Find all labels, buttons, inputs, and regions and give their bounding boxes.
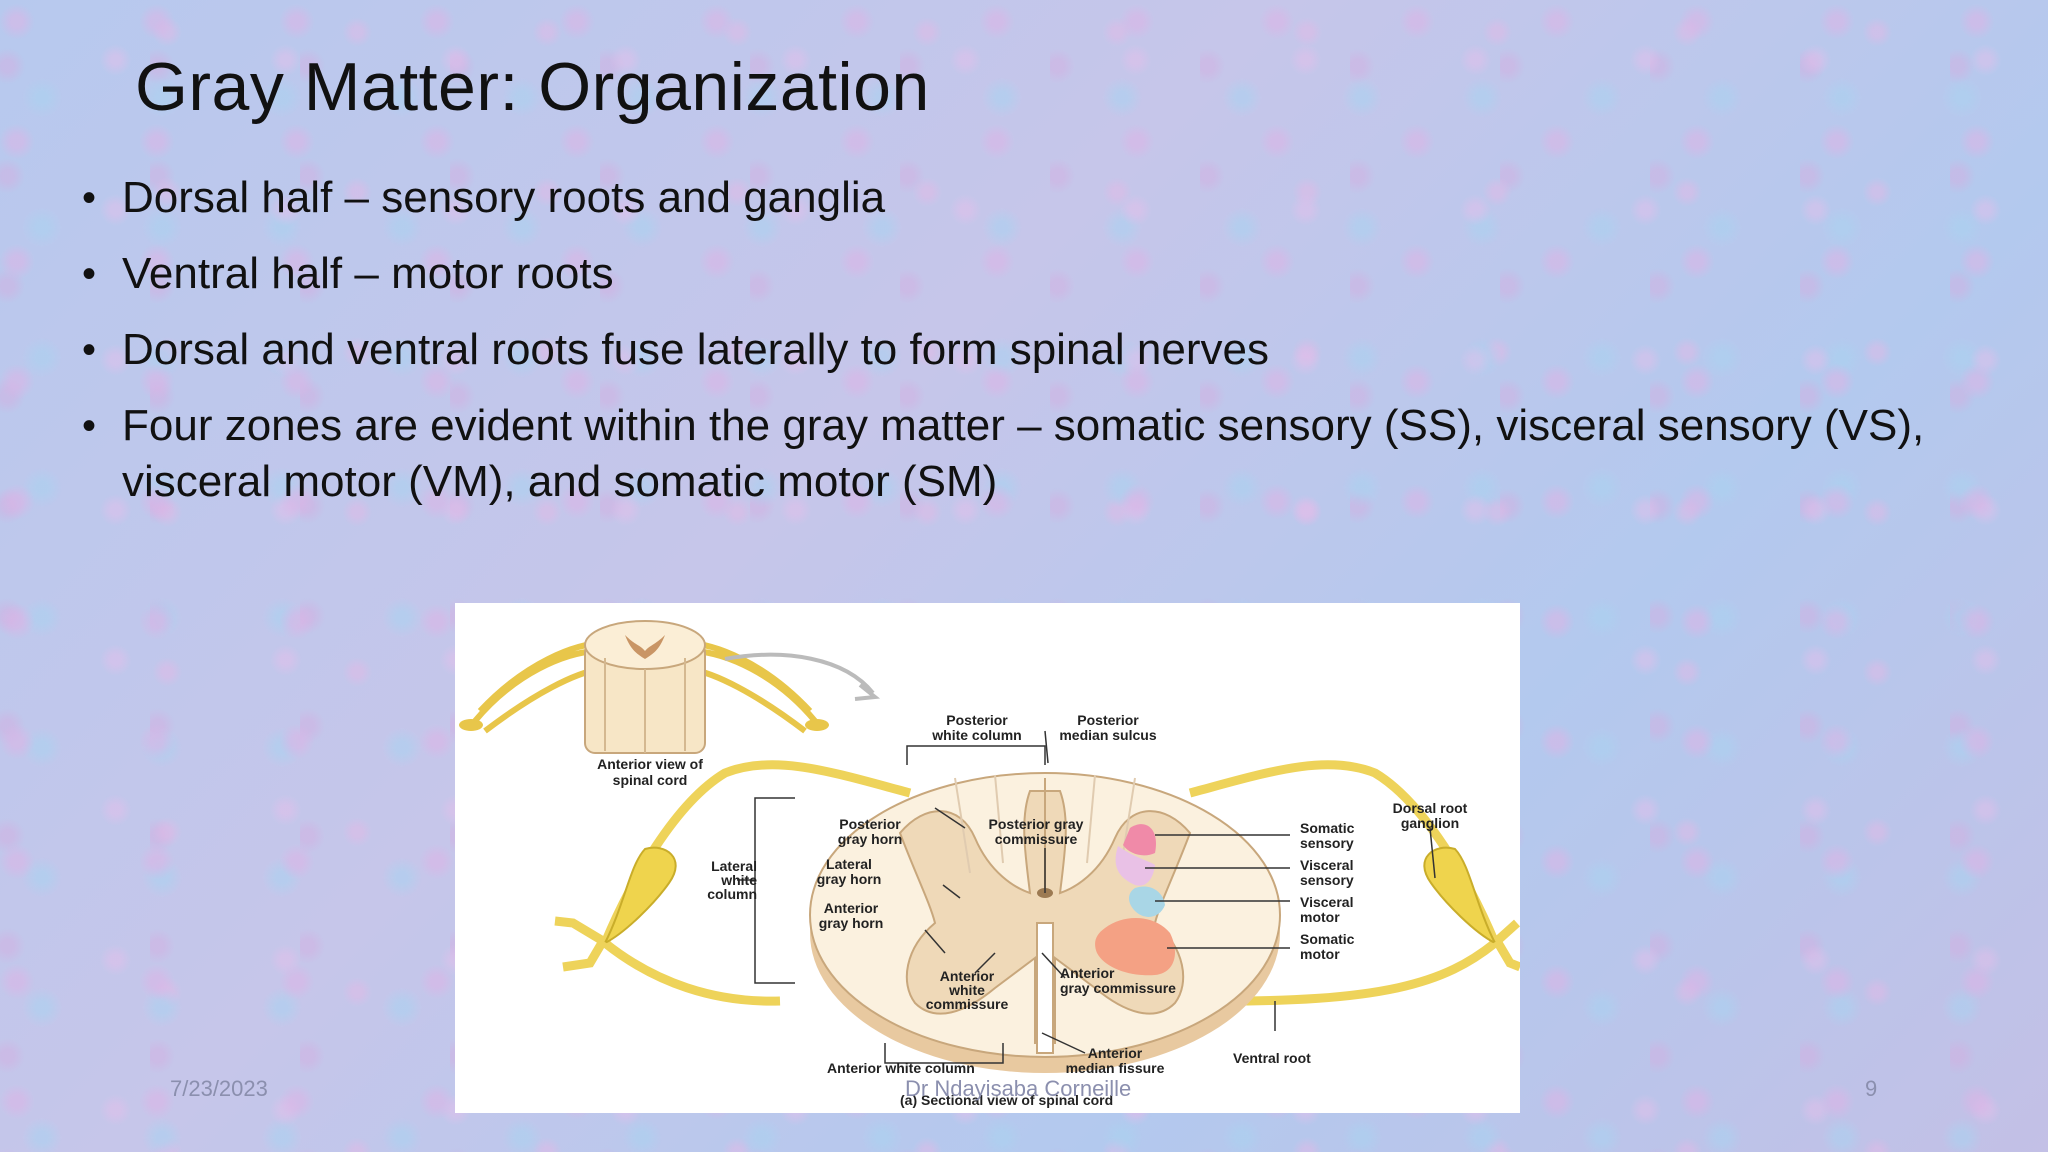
- bullet-dot: •: [82, 176, 97, 220]
- footer-page-number: 9: [1865, 1076, 1878, 1101]
- figure-caption: (a) Sectional view of spinal cord: [900, 1092, 1113, 1108]
- bullet-text: Ventral half – motor roots: [122, 249, 614, 298]
- bullet-text: Dorsal half – sensory roots and ganglia: [122, 173, 886, 222]
- bullet-text: Dorsal and ventral roots fuse laterally …: [122, 325, 1269, 374]
- bullet-text: Four zones are evident within the gray m…: [122, 401, 1925, 506]
- nerve-roots: [554, 760, 1520, 1006]
- bullet-dot: •: [82, 328, 97, 372]
- bullet-item: • Ventral half – motor roots: [82, 246, 1962, 302]
- bullet-list: • Dorsal half – sensory roots and ganglia…: [82, 170, 1962, 530]
- footer-author: Dr Ndayisaba Corneille: [905, 1076, 1132, 1101]
- footer-date: 7/23/2023: [170, 1076, 268, 1101]
- functional-zones: [1095, 824, 1175, 976]
- leader-lines: [737, 730, 1436, 1064]
- zone-visceral-sensory: [1115, 846, 1155, 886]
- label-ventral-root: Ventral root: [1233, 1050, 1311, 1066]
- zone-somatic-sensory: [1123, 824, 1156, 856]
- bullet-item: • Four zones are evident within the gray …: [82, 398, 1962, 510]
- bullet-dot: •: [82, 404, 97, 448]
- cord-section: [809, 772, 1281, 1073]
- diagram-svg: Anterior view of spinal cord: [459, 620, 1520, 1108]
- label-anterior-white-column: Anterior white column: [827, 1060, 975, 1076]
- spinal-cord-diagram: Anterior view of spinal cord: [455, 603, 1520, 1113]
- bullet-item: • Dorsal and ventral roots fuse laterally…: [82, 322, 1962, 378]
- bullet-item: • Dorsal half – sensory roots and ganglia: [82, 170, 1962, 226]
- inset-spinal-cord: Anterior view of spinal cord: [459, 620, 881, 788]
- zone-somatic-motor: [1095, 917, 1175, 976]
- svg-text:spinal cord: spinal cord: [613, 772, 688, 788]
- zone-visceral-motor: [1129, 886, 1165, 917]
- bullet-dot: •: [82, 252, 97, 296]
- inset-label: Anterior view of: [597, 756, 703, 772]
- slide-title: Gray Matter: Organization: [135, 49, 930, 125]
